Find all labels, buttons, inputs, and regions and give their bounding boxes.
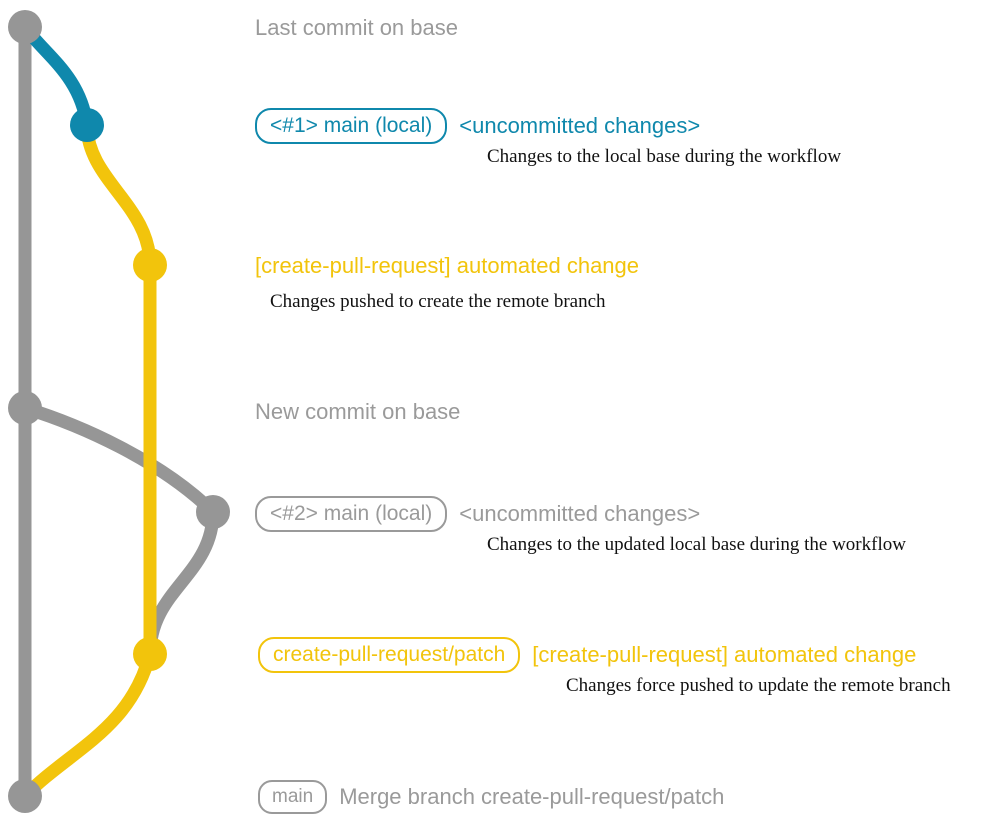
node-remote-1[interactable]	[133, 248, 167, 282]
desc-automated-2: Changes force pushed to update the remot…	[566, 675, 951, 696]
badge-main-local-2[interactable]: <#2> main (local)	[255, 496, 448, 532]
desc-automated-1: Changes pushed to create the remote bran…	[270, 291, 606, 312]
local1-to-remote1-line	[80, 118, 157, 272]
node-remote-2[interactable]	[133, 637, 167, 671]
row-automated-2: create-pull-request/patch [create-pull-r…	[258, 637, 916, 673]
headline-uncommitted-changes-1: <uncommitted changes>	[459, 113, 701, 138]
node-base-head[interactable]	[8, 10, 42, 44]
git-branch-graph	[8, 10, 230, 813]
label-new-commit-on-base: New commit on base	[255, 399, 461, 424]
desc-local-1: Changes to the local base during the wor…	[487, 146, 842, 167]
headline-automated-change-2: [create-pull-request] automated change	[532, 642, 917, 667]
row-local-1: <#1> main (local) <uncommitted changes>	[255, 108, 700, 144]
badge-create-pull-request-patch[interactable]: create-pull-request/patch	[258, 637, 521, 673]
row-local-2: <#2> main (local) <uncommitted changes>	[255, 496, 700, 532]
desc-local-2: Changes to the updated local base during…	[487, 534, 906, 555]
remote2-to-merge-line	[18, 647, 157, 803]
headline-merge-branch: Merge branch create-pull-request/patch	[339, 784, 725, 809]
node-local-1[interactable]	[70, 108, 104, 142]
label-last-commit-on-base: Last commit on base	[255, 15, 458, 40]
node-local-2[interactable]	[196, 495, 230, 529]
base-to-local2-line	[18, 401, 220, 519]
row-merge: main Merge branch create-pull-request/pa…	[258, 780, 724, 814]
node-base-new[interactable]	[8, 391, 42, 425]
badge-main[interactable]: main	[258, 780, 328, 814]
badge-main-local-1[interactable]: <#1> main (local)	[255, 108, 448, 144]
row-automated-1: [create-pull-request] automated change	[255, 255, 639, 277]
headline-automated-change-1: [create-pull-request] automated change	[255, 253, 640, 278]
node-base-merge[interactable]	[8, 779, 42, 813]
headline-uncommitted-changes-2: <uncommitted changes>	[459, 501, 701, 526]
